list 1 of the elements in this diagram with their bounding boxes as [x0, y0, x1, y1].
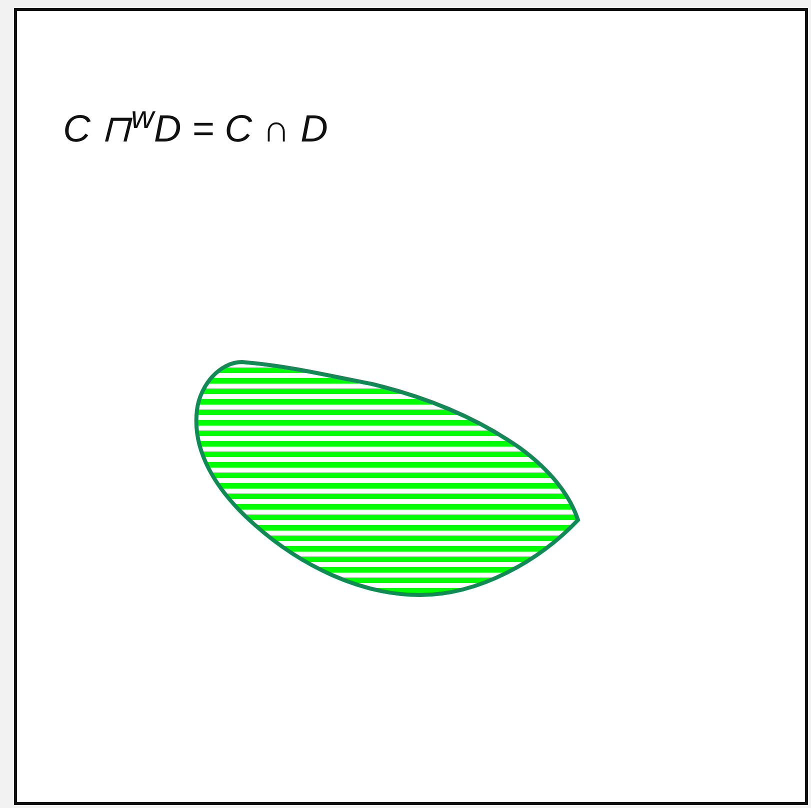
formula-label: C ⊓$^{w}$D = C ∩ D: [63, 99, 328, 152]
